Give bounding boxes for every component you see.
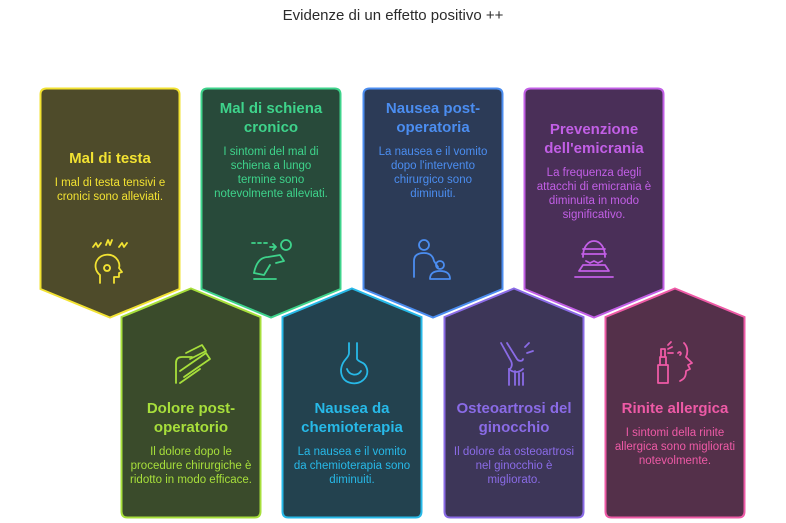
card-mal-di-testa: Mal di testa I mal di testa tensivi e cr… (39, 87, 181, 319)
patient-care-icon (413, 239, 451, 280)
card-title: Nausea post-operatoria (385, 100, 481, 136)
card-shape (200, 87, 342, 319)
card-nausea-post-operatoria: Nausea post-operatoria La nausea e il vo… (362, 87, 504, 319)
stomach-icon (340, 342, 369, 385)
card-prevenzione-emicrania: Prevenzione dell'emicrania La frequenza … (523, 87, 665, 319)
headache-icon (92, 239, 128, 284)
card-title: Osteoartrosi del ginocchio (456, 400, 572, 436)
card-description: I sintomi del mal di schiena a lungo ter… (214, 146, 328, 200)
card-osteoartrosi-ginocchio: Osteoartrosi del ginocchio Il dolore da … (443, 287, 585, 519)
card-mal-di-schiena: Mal di schiena cronico I sintomi del mal… (200, 87, 342, 319)
card-shape (362, 87, 504, 319)
card-title: Mal di schiena cronico (219, 100, 323, 136)
card-rinite-allergica: Rinite allergica I sintomi della rinite … (604, 287, 746, 519)
card-nausea-chemioterapia: Nausea da chemioterapia La nausea e il v… (281, 287, 423, 519)
card-shape (523, 87, 665, 319)
card-description: La frequenza degli attacchi di emicrania… (536, 167, 652, 221)
card-description: I sintomi della rinite allergica sono mi… (614, 427, 736, 467)
diagram-title: Evidenze di un effetto positivo ++ (282, 7, 504, 24)
card-title: Prevenzione dell'emicrania (544, 121, 644, 157)
card-title: Rinite allergica (621, 400, 729, 417)
card-shape (443, 287, 585, 519)
card-description: La nausea e il vomito dopo l'intervento … (378, 146, 488, 200)
card-description: I mal di testa tensivi e cronici sono al… (54, 177, 166, 203)
card-dolore-post-operatorio: Dolore post-operatorio Il dolore dopo le… (120, 287, 262, 519)
card-description: Il dolore da osteoartrosi nel ginocchio … (453, 446, 575, 486)
card-description: La nausea e il vomito da chemioterapia s… (293, 446, 411, 486)
migraine-icon (574, 240, 614, 278)
bandage-icon (175, 344, 211, 384)
card-shape (120, 287, 262, 519)
card-description: Il dolore dopo le procedure chirurgiche … (130, 446, 252, 486)
knee-joint-icon (500, 342, 534, 386)
back-pain-icon (251, 239, 292, 280)
card-title: Nausea da chemioterapia (301, 400, 403, 436)
nasal-spray-icon (657, 341, 693, 384)
card-shape (281, 287, 423, 519)
card-shape (39, 87, 181, 319)
card-title: Dolore post-operatorio (146, 400, 236, 436)
card-title: Mal di testa (69, 150, 151, 167)
card-shape (604, 287, 746, 519)
